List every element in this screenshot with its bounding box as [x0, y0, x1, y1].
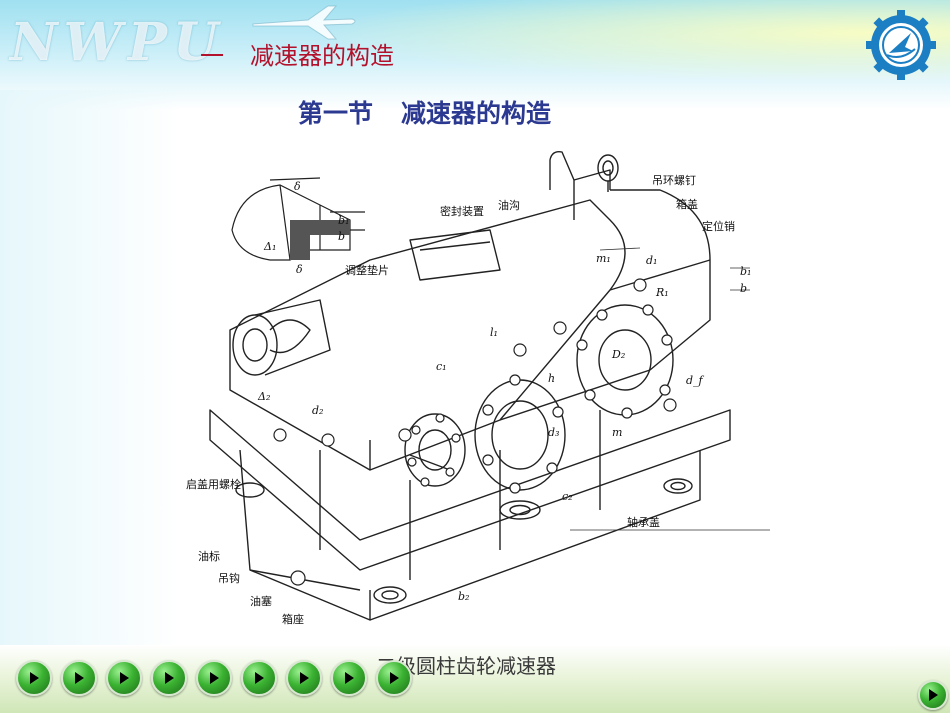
- sym-delta1: Δ₁: [264, 240, 277, 253]
- section-title-text: 减速器的构造: [250, 42, 394, 70]
- gear-reducer-drawing: [209, 150, 770, 621]
- label-box-cover: 箱盖: [676, 198, 698, 211]
- subtitle-part1: 第一节: [298, 99, 374, 128]
- label-oil-gauge: 油标: [198, 550, 220, 563]
- play-arrow-icon: [345, 672, 354, 684]
- sym-df: d_f: [686, 374, 703, 387]
- sym-b-inset: b: [338, 230, 346, 243]
- play-arrow-icon: [255, 672, 264, 684]
- label-locating-pin: 定位销: [702, 220, 735, 233]
- sym-delta: δ: [294, 180, 301, 193]
- play-arrow-icon: [120, 672, 129, 684]
- label-lifting-eye-bolt: 吊环螺钉: [652, 174, 696, 187]
- next-slide-button[interactable]: [918, 680, 948, 710]
- nav-button-7[interactable]: [286, 660, 322, 696]
- university-gear-logo-icon: [866, 10, 936, 80]
- nav-button-3[interactable]: [106, 660, 142, 696]
- play-arrow-icon: [30, 672, 39, 684]
- play-arrow-icon: [165, 672, 174, 684]
- play-arrow-icon: [75, 672, 84, 684]
- sym-d3: d₃: [548, 426, 560, 439]
- nav-button-6[interactable]: [241, 660, 277, 696]
- nav-button-8[interactable]: [331, 660, 367, 696]
- sym-D2: D₂: [612, 348, 626, 361]
- label-adjust-shim: 调整垫片: [345, 264, 389, 277]
- nav-button-9[interactable]: [376, 660, 412, 696]
- slide-subtitle: 第一节减速器的构造: [298, 94, 551, 130]
- sym-d1: d₁: [646, 254, 658, 267]
- play-arrow-icon: [929, 689, 938, 701]
- label-oil-plug: 油塞: [250, 595, 272, 608]
- sym-c2: c₂: [562, 490, 573, 503]
- subtitle-part2: 减速器的构造: [401, 99, 552, 128]
- sym-b1: b₁: [740, 265, 752, 278]
- sym-h: h: [548, 372, 556, 385]
- airplane-icon: [252, 5, 356, 40]
- sym-d2: d₂: [312, 404, 324, 417]
- label-bearing-cap: 轴承盖: [627, 516, 660, 529]
- sym-delta-small: δ: [296, 263, 303, 276]
- label-box-base: 箱座: [282, 613, 304, 626]
- nav-button-4[interactable]: [151, 660, 187, 696]
- label-hook: 吊钩: [218, 572, 240, 585]
- play-arrow-icon: [210, 672, 219, 684]
- nav-button-2[interactable]: [61, 660, 97, 696]
- sym-c1: c₁: [436, 360, 447, 373]
- sym-delta2: Δ₂: [258, 390, 271, 403]
- sym-b: b: [740, 282, 748, 295]
- label-seal-device: 密封装置: [440, 205, 484, 218]
- label-oil-groove: 油沟: [498, 199, 520, 212]
- sym-m1: m₁: [596, 252, 611, 265]
- sym-R1: R₁: [656, 286, 669, 299]
- nav-button-5[interactable]: [196, 660, 232, 696]
- sym-m: m: [612, 426, 623, 439]
- section-title: 一减速器的构造: [200, 36, 394, 71]
- nav-button-row: [16, 660, 412, 696]
- sym-l1: l₁: [490, 326, 498, 339]
- sym-b1-inset: b₁: [338, 214, 350, 227]
- watermark-text: NWPU: [10, 12, 225, 73]
- play-arrow-icon: [300, 672, 309, 684]
- play-arrow-icon: [390, 672, 399, 684]
- side-gradient: [0, 90, 180, 650]
- sym-b2: b₂: [458, 590, 470, 603]
- label-end-cover-bolt: 启盖用螺栓: [186, 478, 241, 491]
- section-number: 一: [200, 42, 224, 70]
- nav-button-1[interactable]: [16, 660, 52, 696]
